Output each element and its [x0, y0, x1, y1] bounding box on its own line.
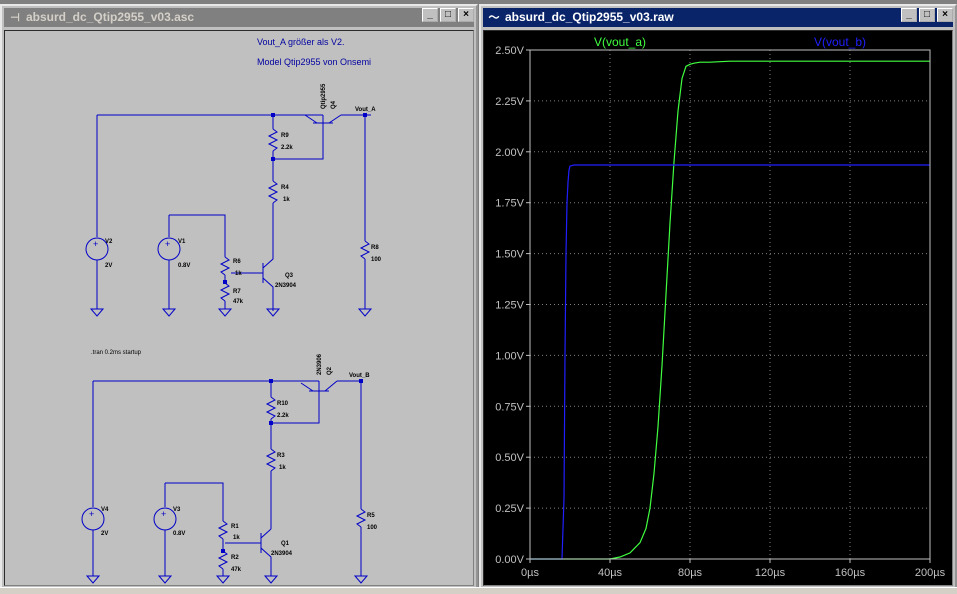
close-button[interactable]: × [937, 8, 953, 22]
plot-frame [529, 49, 931, 560]
r9-name: R9 [281, 133, 289, 139]
tran-directive[interactable]: .tran 0.2ms startup [91, 350, 142, 356]
schematic-title: absurd_dc_Qtip2955_v03.asc [26, 10, 195, 24]
r10-name: R10 [277, 401, 289, 407]
note-line2[interactable]: Model Qtip2955 von Onsemi [257, 57, 371, 67]
trace-vout-b [530, 164, 930, 560]
schematic-window[interactable]: ⊣ absurd_dc_Qtip2955_v03.asc _ □ × [0, 4, 478, 590]
v1-name: V1 [178, 239, 186, 245]
note-line1[interactable]: Vout_A größer als V2. [257, 37, 345, 47]
y-tick-label: 0.25V [495, 503, 524, 515]
r5-name: R5 [367, 513, 375, 519]
x-tick-label: 160µs [835, 567, 866, 579]
v3-value: 0.8V [173, 531, 185, 537]
vout-a-label: Vout_A [355, 107, 376, 113]
r6-name: R6 [233, 259, 241, 265]
maximize-button[interactable]: □ [919, 8, 935, 22]
x-tick-label: 200µs [915, 567, 946, 579]
x-tick-label: 80µs [678, 567, 703, 579]
r7-value: 47k [233, 299, 244, 305]
v1-value: 0.8V [178, 263, 190, 269]
desktop-bottom-strip [0, 587, 957, 594]
y-tick-label: 0.00V [495, 554, 524, 566]
r4-value: 1k [283, 197, 290, 203]
close-button[interactable]: × [458, 8, 474, 22]
y-tick-label: 1.50V [495, 249, 524, 261]
waveform-title: absurd_dc_Qtip2955_v03.raw [505, 10, 674, 24]
vout-b-label: Vout_B [349, 373, 370, 379]
minimize-button[interactable]: _ [901, 8, 917, 22]
waveform-plot[interactable]: 0.00V 0.25V 0.50V 0.75V 1.00V 1.25V 1.50V 1.75V… [484, 31, 953, 586]
plot-legend: V(vout_a) V(vout_b) [594, 35, 866, 49]
v4-plus: + [89, 509, 94, 519]
r3-name: R3 [277, 453, 285, 459]
legend-vout-a: V(vout_a) [594, 35, 646, 49]
x-tick-label: 40µs [598, 567, 623, 579]
y-tick-label: 2.00V [495, 147, 524, 159]
r1-name: R1 [231, 524, 239, 530]
y-tick-label: 0.50V [495, 452, 524, 464]
q4-name: Q4 [331, 100, 337, 109]
v1-plus: + [165, 239, 170, 249]
y-tick-label: 0.75V [495, 401, 524, 413]
r7-name: R7 [233, 289, 241, 295]
plot-grid [526, 49, 931, 563]
y-tick-label: 2.25V [495, 96, 524, 108]
schematic-canvas[interactable]: + + + + Vout_A größer als V2. Model Qtip… [4, 30, 474, 586]
v4-name: V4 [101, 507, 109, 513]
y-tick-label: 1.75V [495, 198, 524, 210]
waveform-window-controls: _ □ × [901, 8, 953, 23]
r2-value: 47k [231, 567, 242, 573]
r8-value: 100 [371, 257, 382, 263]
x-tick-label: 0µs [521, 567, 539, 579]
r3-value: 1k [279, 465, 286, 471]
q2-name: Q2 [327, 366, 333, 375]
r2-name: R2 [231, 555, 239, 561]
maximize-button[interactable]: □ [440, 8, 456, 22]
schematic-window-controls: _ □ × [422, 8, 474, 23]
v4-value: 2V [101, 531, 108, 537]
schematic-app-icon: ⊣ [10, 12, 20, 24]
r1-value: 1k [233, 535, 240, 541]
v3-name: V3 [173, 507, 181, 513]
waveform-titlebar[interactable]: 〜 absurd_dc_Qtip2955_v03.raw [483, 8, 953, 27]
x-axis-labels: 0µs 40µs 80µs 120µs 160µs 200µs [521, 567, 946, 579]
v2-name: V2 [105, 239, 113, 245]
trace-vout-a [530, 60, 930, 560]
v2-plus: + [93, 239, 98, 249]
v2-value: 2V [105, 263, 112, 269]
legend-vout-b: V(vout_b) [814, 35, 866, 49]
schematic-titlebar[interactable]: ⊣ absurd_dc_Qtip2955_v03.asc [4, 8, 474, 27]
q1-name: Q1 [281, 541, 290, 547]
q1-model: 2N3904 [271, 551, 293, 557]
v3-plus: + [161, 509, 166, 519]
x-tick-label: 120µs [755, 567, 786, 579]
q3-name: Q3 [285, 273, 294, 279]
q4-model: Qtip2955 [321, 83, 327, 109]
q2-model: 2N3906 [317, 353, 323, 375]
r4-name: R4 [281, 185, 289, 191]
y-tick-label: 1.00V [495, 350, 524, 362]
waveform-plot-pane[interactable]: 0.00V 0.25V 0.50V 0.75V 1.00V 1.25V 1.50V 1.75V… [483, 30, 953, 586]
r9-value: 2.2k [281, 145, 293, 151]
plot-traces [530, 60, 930, 560]
r6-value: 1k [235, 271, 242, 277]
y-axis-labels: 0.00V 0.25V 0.50V 0.75V 1.00V 1.25V 1.50V 1.75V… [495, 45, 524, 566]
waveform-app-icon: 〜 [488, 12, 500, 24]
r5-value: 100 [367, 525, 378, 531]
r8-name: R8 [371, 245, 379, 251]
r10-value: 2.2k [277, 413, 289, 419]
schematic-drawing[interactable]: + + + + Vout_A größer als V2. Model Qtip… [5, 31, 474, 586]
q3-model: 2N3904 [275, 283, 297, 289]
y-tick-label: 2.50V [495, 45, 524, 57]
minimize-button[interactable]: _ [422, 8, 438, 22]
y-tick-label: 1.25V [495, 300, 524, 312]
